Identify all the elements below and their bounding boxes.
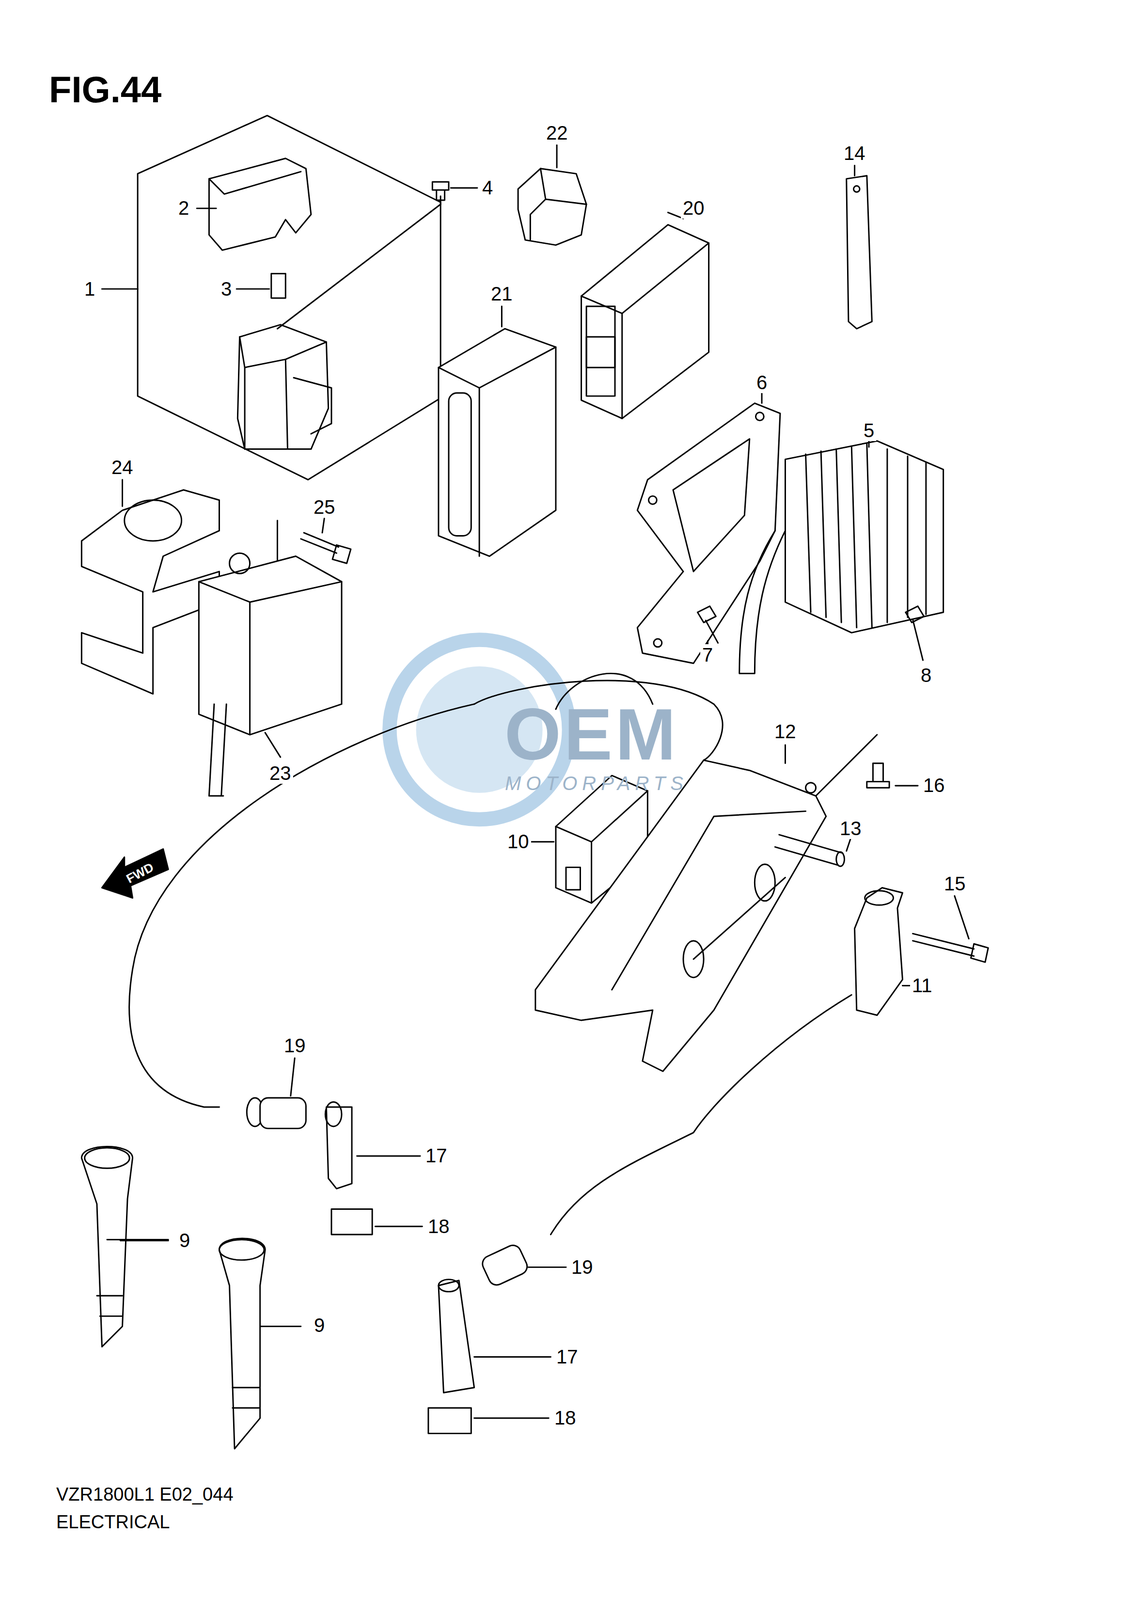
figure-caption: VZR1800L1 E02_044 (56, 1484, 234, 1504)
callout-number: 11 (910, 974, 935, 996)
callout-number: 23 (267, 762, 294, 784)
figure-title: FIG.44 (48, 71, 162, 109)
callout-number: 18 (552, 1406, 579, 1429)
callout-number: 18 (425, 1215, 452, 1237)
callout-number: 24 (109, 456, 136, 478)
callout-number: 6 (754, 371, 770, 394)
callout-number: 19 (569, 1256, 596, 1278)
callout-number: 9 (312, 1314, 327, 1336)
watermark: MOTORPARTS (504, 773, 689, 793)
callout-number: 3 (219, 278, 234, 300)
callout-number: 9 (177, 1229, 192, 1251)
callout-number: 15 (942, 872, 968, 895)
callout-number: 17 (423, 1144, 450, 1166)
callout-number: 1 (82, 278, 97, 300)
figure-caption: ELECTRICAL (56, 1512, 170, 1531)
callout-number: 7 (700, 644, 715, 666)
callout-number: 22 (544, 122, 570, 144)
callout-number: 10 (505, 830, 532, 852)
callout-number: 5 (861, 419, 877, 441)
callout-number: 19 (282, 1034, 308, 1056)
callout-number: 17 (554, 1345, 581, 1368)
callout-number: 13 (837, 817, 864, 839)
callout-number: 16 (921, 774, 947, 796)
callout-number: 8 (918, 664, 934, 686)
callout-number: 25 (311, 496, 338, 518)
watermark: OEM (504, 697, 679, 771)
callout-number: 21 (488, 283, 515, 305)
callout-number: 4 (480, 176, 495, 199)
callout-number: 12 (772, 720, 799, 742)
callout-number: 2 (176, 197, 191, 219)
callout-number: 14 (841, 142, 868, 164)
callout-number: 20 (680, 197, 707, 219)
